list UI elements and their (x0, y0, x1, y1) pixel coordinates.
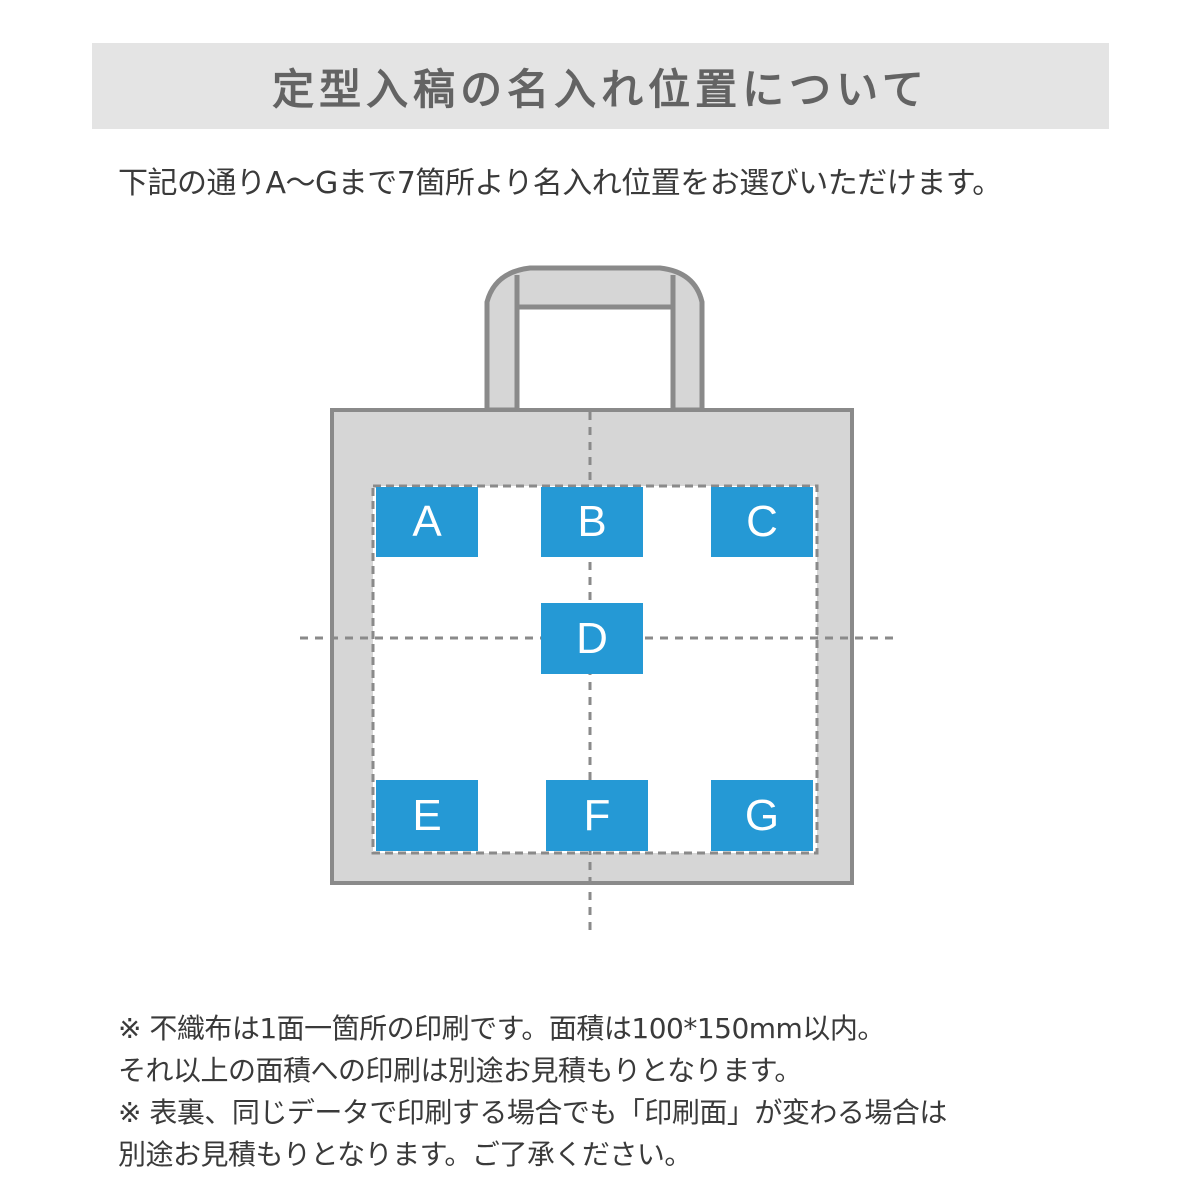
position-box-f: F (546, 780, 648, 851)
position-box-e: E (376, 780, 478, 851)
position-box-g: G (711, 780, 813, 851)
bag-handle (484, 265, 705, 416)
notes-section: ※ 不織布は1面一箇所の印刷です。面積は100*150mm以内。 それ以上の面積… (118, 1008, 947, 1176)
position-label: A (412, 497, 442, 546)
position-box-b: B (541, 487, 643, 557)
note-line: 別途お見積もりとなります。ご了承ください。 (118, 1138, 692, 1171)
title-banner: 定型入稿の名入れ位置について (92, 43, 1109, 129)
position-label: B (577, 497, 607, 546)
position-label: C (746, 497, 778, 546)
position-box-c: C (711, 487, 813, 557)
intro-text: 下記の通りA～Gまで7箇所より名入れ位置をお選びいただけます。 (118, 166, 1002, 201)
note-line: それ以上の面積への印刷は別途お見積もりとなります。 (118, 1054, 802, 1087)
position-label: D (576, 613, 608, 663)
page-title: 定型入稿の名入れ位置について (272, 64, 929, 114)
note-line: ※ 不織布は1面一箇所の印刷です。面積は100*150mm以内。 (118, 1012, 885, 1045)
tote-bag-diagram: A B C D E F G (300, 265, 898, 935)
position-label: G (744, 790, 780, 840)
position-label: E (412, 790, 442, 840)
position-box-a: A (376, 487, 478, 557)
position-box-d: D (541, 603, 643, 674)
position-label: F (583, 790, 611, 840)
note-line: ※ 表裏、同じデータで印刷する場合でも「印刷面」が変わる場合は (118, 1096, 947, 1129)
